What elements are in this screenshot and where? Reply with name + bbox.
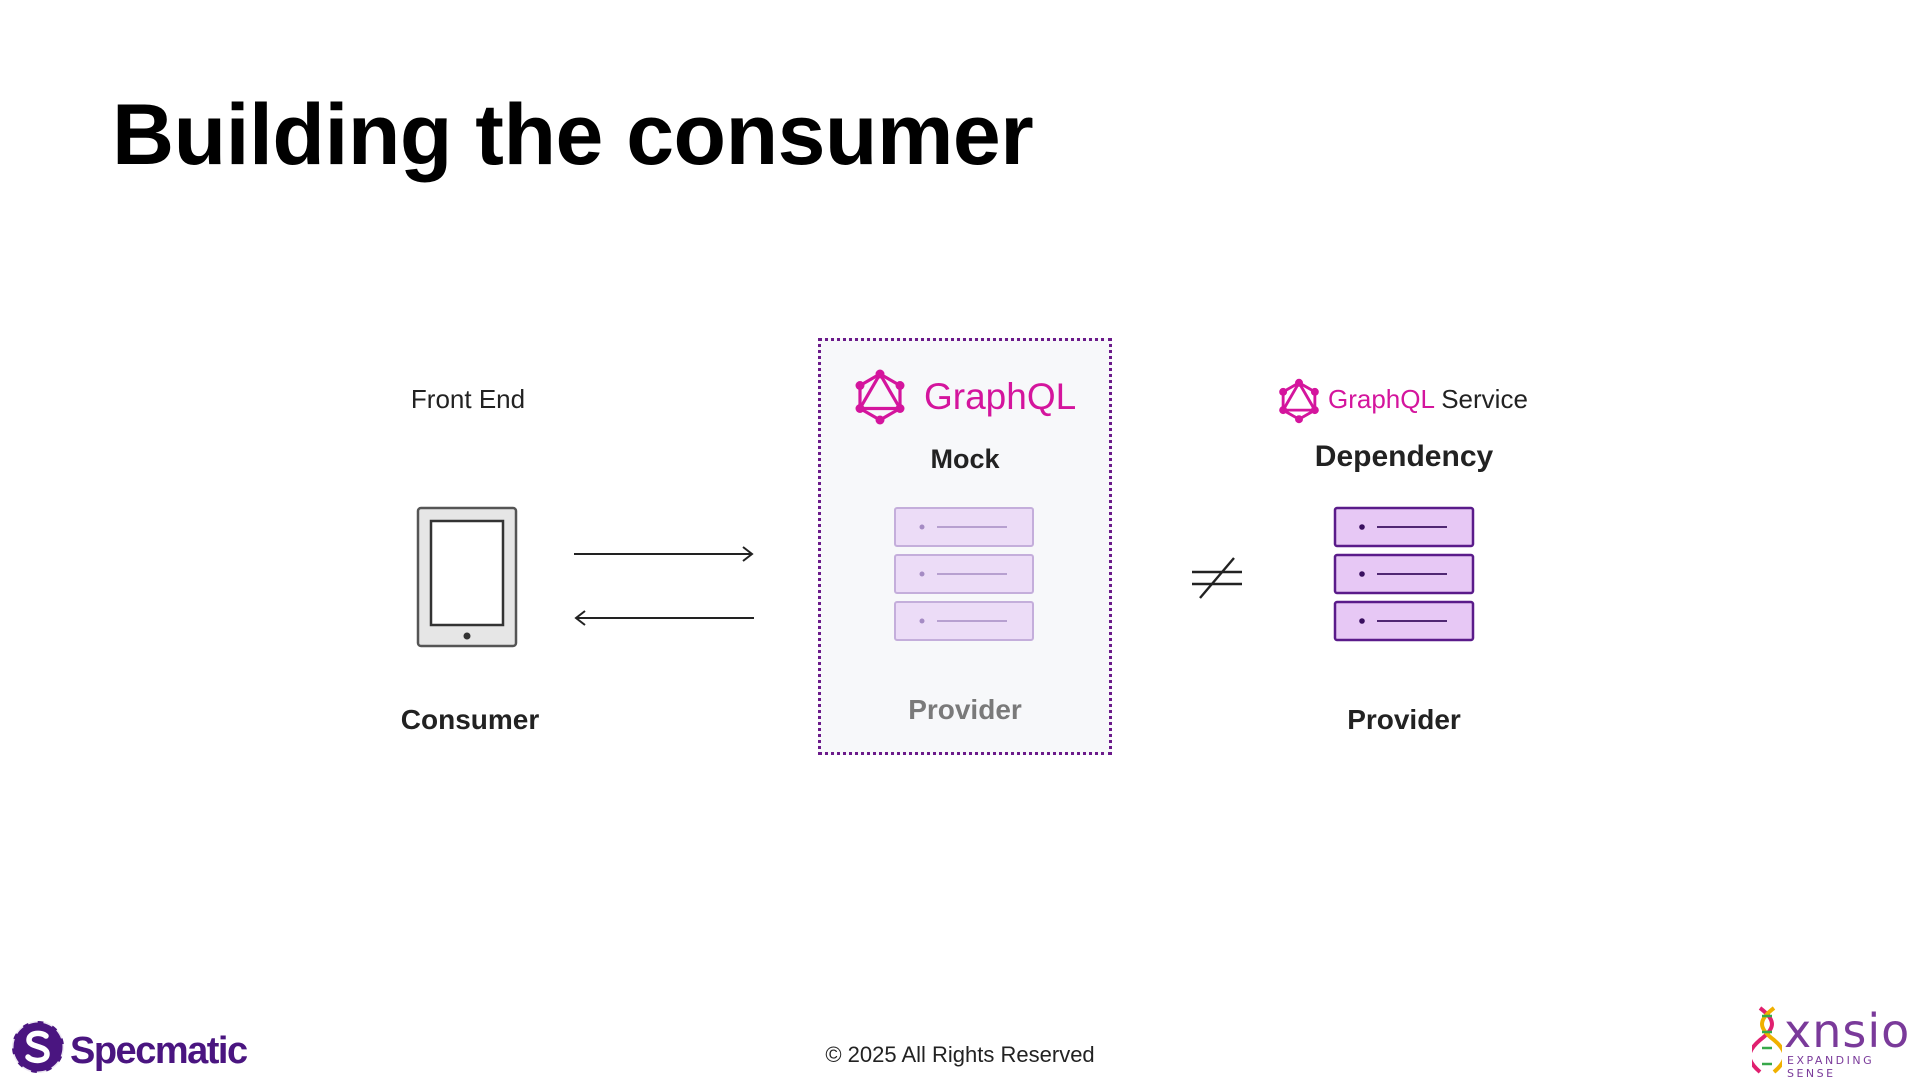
specmatic-logo-icon [10, 1019, 65, 1075]
copyright-text: © 2025 All Rights Reserved [825, 1042, 1095, 1067]
dependency-provider-label: Provider [1347, 704, 1461, 735]
xnsio-dna-icon [1752, 1006, 1782, 1074]
xnsio-tagline: EXPANDING SENSE [1787, 1054, 1875, 1080]
mock-provider-label: Provider [908, 694, 1022, 725]
tablet-icon [416, 506, 518, 648]
front-end-label: Front End [410, 384, 526, 414]
mock-label: Mock [930, 444, 1000, 474]
service-word: Service [1441, 384, 1528, 414]
xnsio-brand: xnsio [1784, 1004, 1911, 1058]
dependency-label: Dependency [1314, 440, 1494, 473]
slide-title: Building the consumer [112, 87, 1034, 183]
request-response-arrows [574, 546, 754, 626]
left-arrow-icon [574, 610, 754, 626]
graphql-logo-icon [855, 369, 905, 425]
not-equal-icon [1192, 557, 1242, 599]
specmatic-brand: Specmatic [70, 1030, 248, 1072]
mock-server-icon [894, 507, 1034, 641]
graphql-word: GraphQL [1328, 384, 1434, 414]
graphql-wordmark: GraphQL [924, 376, 1077, 417]
right-arrow-icon [574, 546, 754, 562]
graphql-service-wordmark: GraphQL Service [1328, 384, 1528, 415]
dependency-server-icon [1333, 506, 1475, 642]
graphql-service-logo-icon [1279, 378, 1319, 424]
consumer-label: Consumer [400, 704, 540, 735]
